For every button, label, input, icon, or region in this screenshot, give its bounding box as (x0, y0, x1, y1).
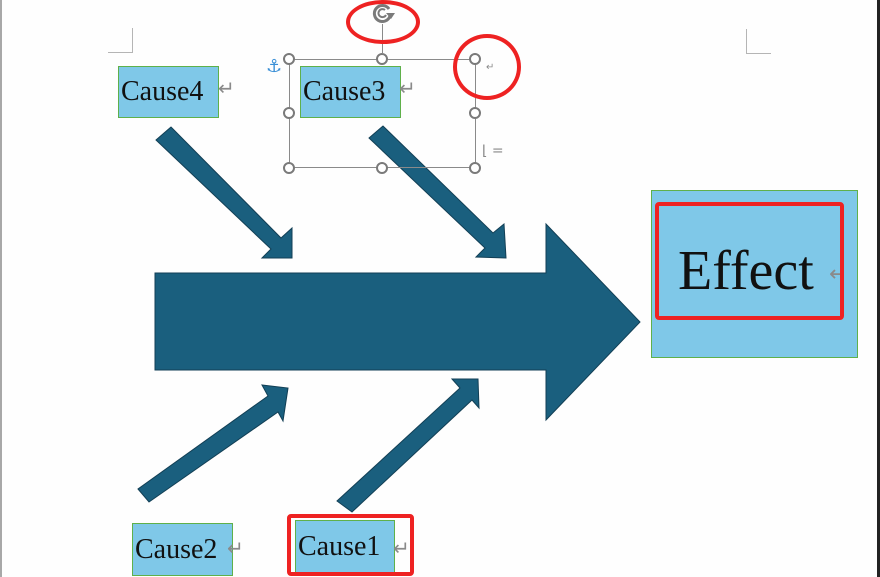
paragraph-mark: ↵ (393, 536, 410, 560)
cause1-arrow[interactable] (336, 378, 480, 513)
paragraph-mark: ↵ (399, 76, 416, 100)
cause2-label: Cause2 (135, 533, 218, 565)
cause1-box[interactable]: Cause1 (295, 520, 395, 573)
margin-corner-top-left (108, 28, 133, 53)
cause2-box[interactable]: Cause2 (132, 523, 233, 576)
cause1-label: Cause1 (298, 530, 381, 562)
annotation-rect-cause1 (287, 514, 414, 576)
margin-corner-top-right (746, 29, 771, 54)
paragraph-mark: ↵ (227, 536, 244, 560)
paragraph-mark: ↵ (218, 76, 235, 100)
resize-handle-bottom-left[interactable] (283, 162, 295, 174)
resize-handle-right[interactable] (469, 107, 481, 119)
window-edge-right (877, 0, 880, 577)
resize-handle-bottom[interactable] (376, 162, 388, 174)
annotation-ellipse-rotate (346, 0, 420, 44)
cause3-label: Cause3 (303, 76, 386, 107)
resize-handle-top[interactable] (376, 53, 388, 65)
cause3-box[interactable]: Cause3 (300, 66, 401, 118)
cause4-label: Cause4 (121, 76, 204, 107)
cause4-box[interactable]: Cause4 (118, 66, 219, 118)
main-arrow[interactable] (154, 222, 641, 422)
effect-label[interactable]: Effect (678, 240, 814, 302)
resize-handle-left[interactable] (283, 107, 295, 119)
anchor-icon[interactable]: ⚓ (266, 56, 283, 77)
layout-options-icon[interactable]: ⌊ = (482, 143, 504, 159)
effect-box[interactable] (651, 190, 858, 358)
resize-handle-top-left[interactable] (283, 53, 295, 65)
cause3-arrow[interactable] (368, 125, 507, 259)
cause2-arrow[interactable] (137, 384, 289, 503)
page-edge-left (0, 0, 2, 577)
resize-handle-bottom-right[interactable] (469, 162, 481, 174)
cause4-arrow[interactable] (155, 126, 293, 259)
annotation-circle-handle (453, 34, 521, 100)
annotation-rect-effect (655, 202, 844, 320)
